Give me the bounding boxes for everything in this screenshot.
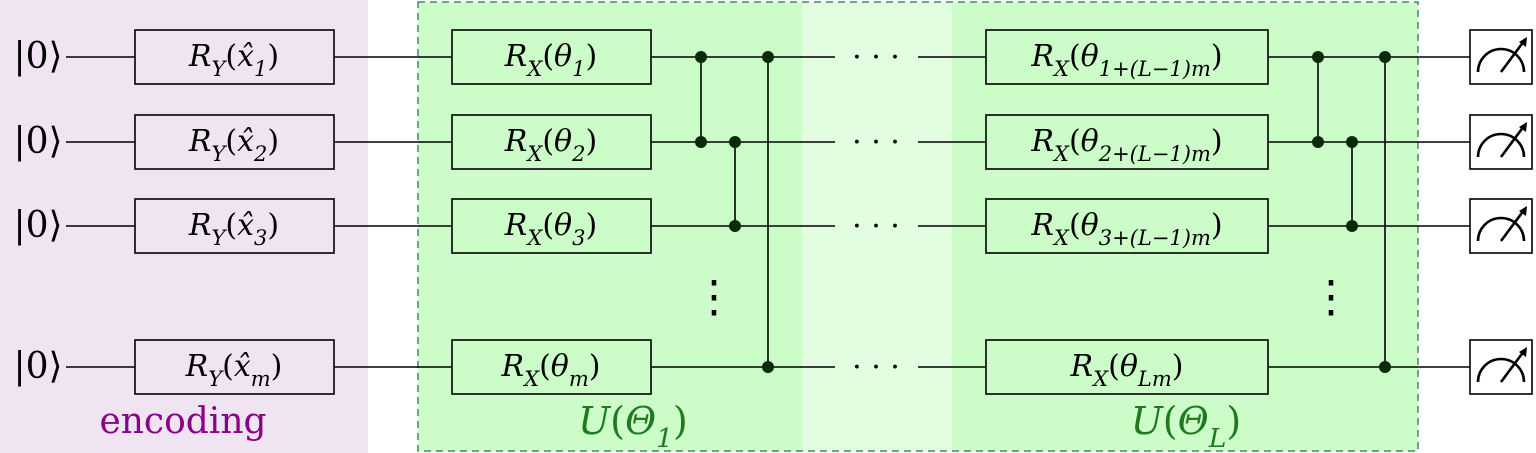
encoding-region: [0, 0, 368, 453]
cz-link: [762, 51, 774, 373]
rx-last-gate-label: RX(θ2+(L−1)m): [1030, 124, 1222, 166]
rx-gate-box: [451, 29, 652, 85]
rx-gate-label: RX(θ2): [504, 124, 597, 166]
rx-last-gate-box: [985, 114, 1269, 170]
rx-gate-box: [451, 339, 652, 395]
rx-gate-box: [451, 114, 652, 170]
measurement-meter-icon: [1469, 114, 1533, 170]
ket-zero-label: |0⟩: [13, 121, 62, 162]
rx-gate-label: RX(θm): [501, 349, 601, 391]
horizontal-ellipsis: · · ·: [852, 350, 900, 385]
encoding-label: encoding: [99, 401, 266, 442]
rx-gate-label: RX(θ1): [504, 39, 597, 81]
rx-gate-box: [451, 198, 652, 254]
encoding-gate-label: RY(x̂m): [185, 349, 283, 391]
horizontal-ellipsis: · · ·: [852, 209, 900, 244]
encoding-gate-box: [134, 114, 335, 170]
rx-last-gate-box: [985, 29, 1269, 85]
horizontal-ellipsis: · · ·: [852, 125, 900, 160]
vertical-ellipsis: ⋮: [1309, 272, 1353, 323]
encoding-gate-box: [134, 29, 335, 85]
rx-gate-label: RX(θ3): [504, 208, 597, 250]
encoding-gate-box: [134, 198, 335, 254]
rx-last-gate-label: RX(θLm): [1070, 349, 1184, 391]
horizontal-ellipsis: · · ·: [852, 40, 900, 75]
rx-last-gate-label: RX(θ3+(L−1)m): [1030, 208, 1222, 250]
layer-label-first: U(Θ1): [578, 399, 688, 453]
measurement-meter-icon: [1469, 29, 1533, 85]
encoding-gate-label: RY(x̂1): [188, 39, 279, 81]
rx-last-gate-label: RX(θ1+(L−1)m): [1030, 39, 1222, 81]
rx-last-gate-box: [985, 198, 1269, 254]
encoding-gate-box: [134, 339, 335, 395]
cz-link: [729, 136, 741, 232]
layer-label-last: U(ΘL): [1131, 399, 1242, 453]
measurement-meter-icon: [1469, 198, 1533, 254]
ket-zero-label: |0⟩: [13, 36, 62, 77]
vertical-ellipsis: ⋮: [692, 272, 736, 323]
encoding-gate-label: RY(x̂3): [188, 208, 279, 250]
ket-zero-label: |0⟩: [13, 205, 62, 246]
cz-link: [1379, 51, 1391, 373]
cz-link: [1346, 136, 1358, 232]
cz-link: [1312, 51, 1324, 148]
cz-link: [695, 51, 707, 148]
measurement-meter-icon: [1469, 339, 1533, 395]
ket-zero-label: |0⟩: [13, 346, 62, 387]
rx-last-gate-box: [985, 339, 1269, 395]
encoding-gate-label: RY(x̂2): [188, 124, 279, 166]
